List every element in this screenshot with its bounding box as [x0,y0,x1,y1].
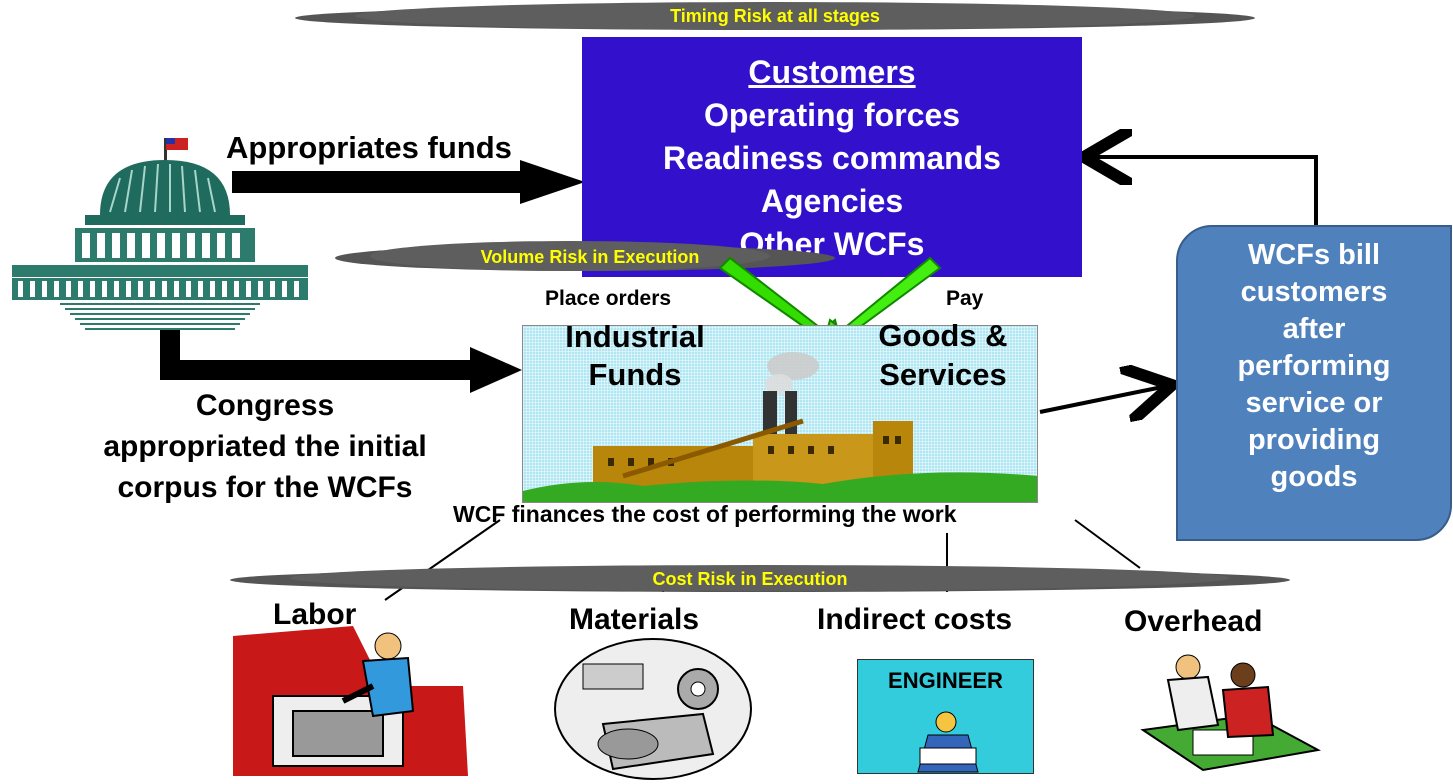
timing-risk-cloud [295,2,1255,30]
billing-line: after [1282,313,1346,345]
billing-line: service or [1245,387,1383,419]
billing-feedback-arrow [1084,157,1318,225]
appropriates-arrow [232,160,585,204]
wcf-finances-label: WCF finances the cost of performing the … [453,501,957,527]
mechanic-icon [233,626,468,776]
factory-to-bill-arrow [1039,385,1172,412]
cost-risk-label: Cost Risk in Execution [652,569,848,589]
overhead-label: Overhead [1124,605,1263,638]
billing-line: WCFs bill [1247,239,1381,271]
capitol-icon [12,138,308,330]
billing-line: goods [1270,461,1358,493]
volume-risk-label: Volume Risk in Execution [480,247,700,267]
customer-item: Readiness commands [663,140,1001,176]
goods-services-line: Services [879,357,1007,392]
volume-risk-cloud [335,241,835,271]
goods-services-line: Goods & [878,318,1008,353]
labor-label: Labor [273,598,357,631]
materials-label: Materials [569,603,700,636]
customers-box: Customers Operating forces Readiness com… [582,37,1082,277]
congress-corpus-line: appropriated the initial [103,430,427,463]
indirect-costs-label: Indirect costs [817,603,1013,636]
overhead-icon [1140,654,1322,772]
congress-corpus-line: Congress [195,389,335,422]
factory-icon [523,352,1037,502]
congress-corpus-line: corpus for the WCFs [117,471,413,504]
congress-corpus-label: Congress appropriated the initial corpus… [50,385,480,508]
pay-label: Pay [946,287,984,310]
materials-icon [554,638,752,780]
customer-item: Operating forces [703,97,961,133]
corpus-arrow [160,330,522,393]
engineer-sign-text: ENGINEER [888,668,1003,693]
customers-title: Customers [748,54,916,90]
industrial-funds-label: Industrial Funds [550,318,720,394]
industrial-fund-factory [522,325,1038,503]
billing-line: customers [1240,276,1388,308]
industrial-funds-line: Industrial [565,319,705,354]
wcf-billing-box: WCFs bill customers after performing ser… [1176,225,1452,541]
timing-risk-label: Timing Risk at all stages [670,6,880,26]
appropriates-funds-label: Appropriates funds [226,130,512,165]
customer-item: Agencies [760,183,904,219]
billing-line: performing [1237,350,1391,382]
engineer-sign-icon: ENGINEER [857,659,1034,774]
engineer-figure-icon [917,711,979,773]
industrial-funds-line: Funds [588,357,682,392]
goods-services-label: Goods & Services [858,316,1028,394]
place-orders-label: Place orders [545,287,672,310]
billing-line: providing [1247,424,1381,456]
cost-risk-cloud [230,565,1290,592]
